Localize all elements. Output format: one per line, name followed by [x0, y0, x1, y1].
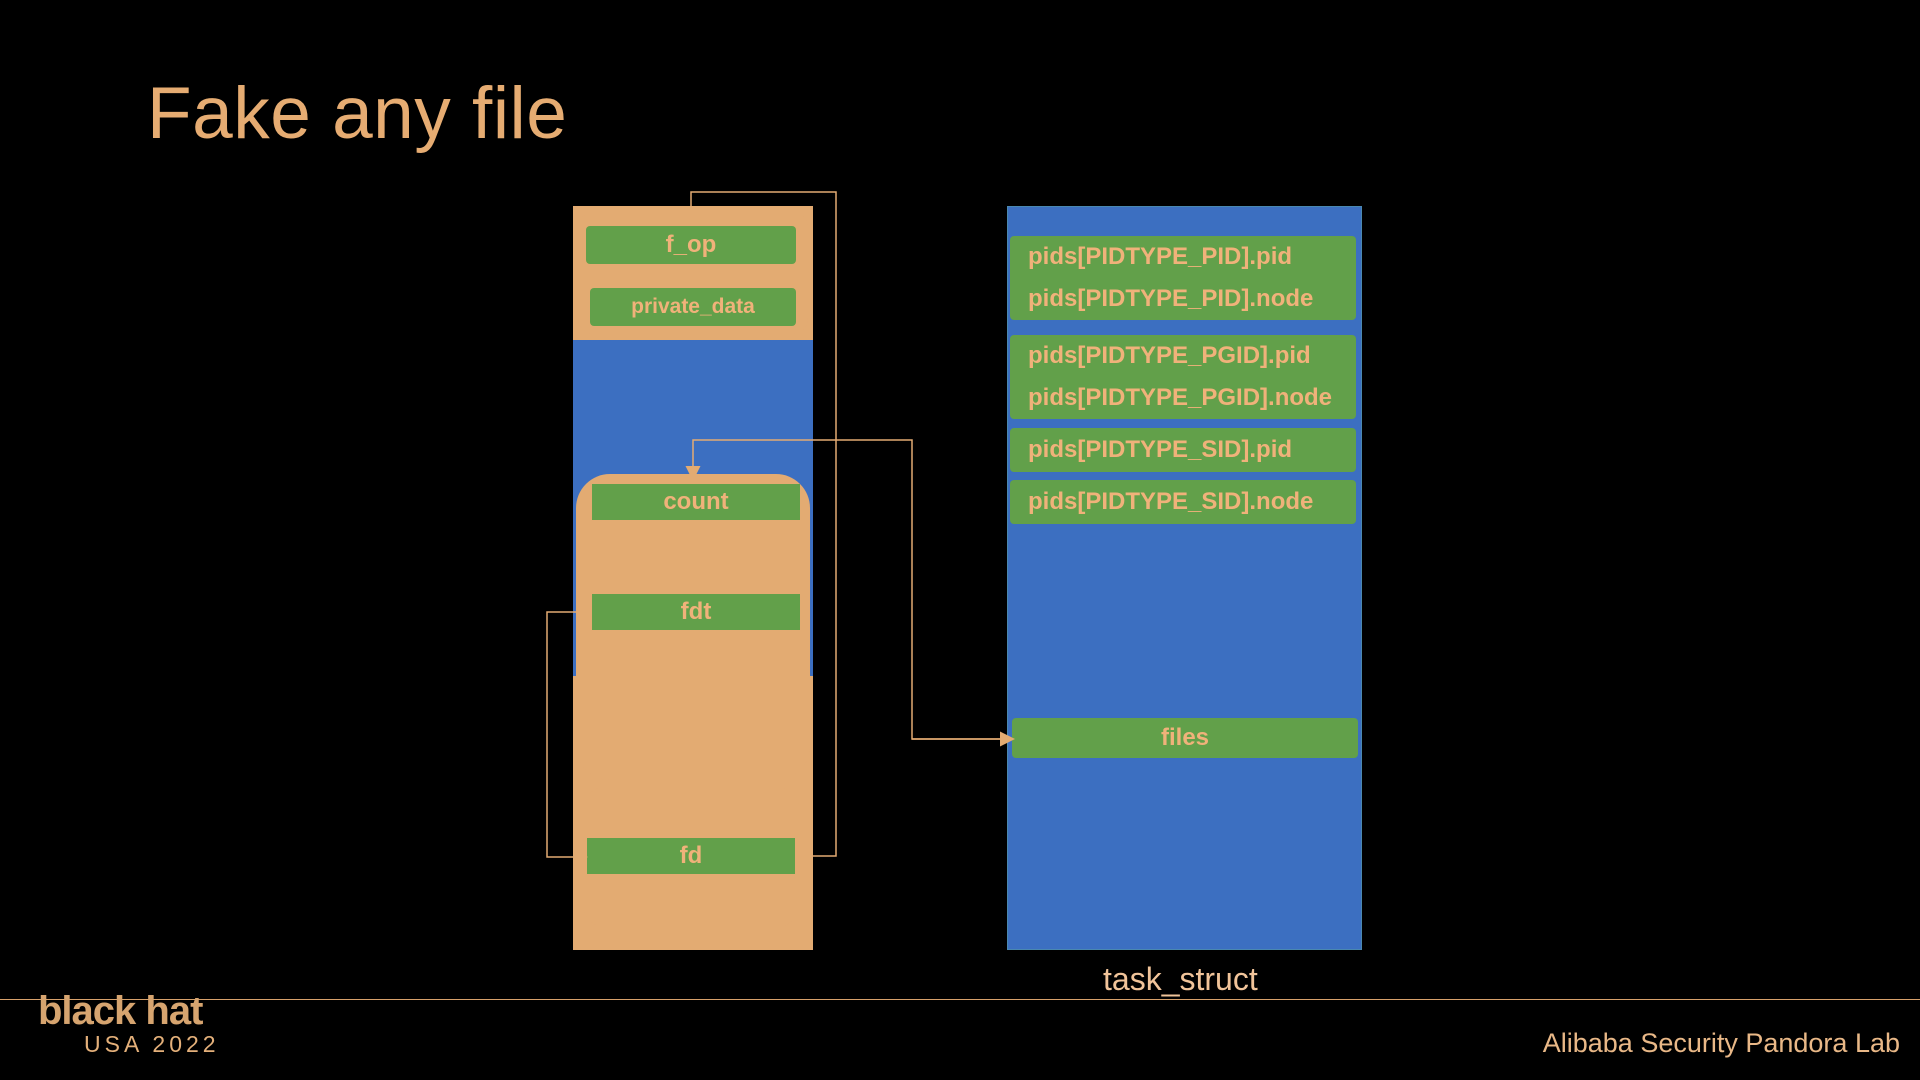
task-field-pid-node: pids[PIDTYPE_PID].node	[1010, 278, 1356, 320]
task-field-sid-node: pids[PIDTYPE_SID].node	[1010, 480, 1356, 524]
count-field: count	[592, 484, 800, 520]
fd-field: fd	[587, 838, 795, 874]
slide-title: Fake any file	[147, 73, 568, 154]
private-data-field: private_data	[590, 288, 796, 326]
fdt-to-fd-arrow	[546, 611, 592, 865]
task-field-pid-pid: pids[PIDTYPE_PID].pid	[1010, 236, 1356, 278]
task-field-sid-pid: pids[PIDTYPE_SID].pid	[1010, 428, 1356, 472]
task-field-pgid-node: pids[PIDTYPE_PGID].node	[1010, 377, 1356, 419]
logo-wordmark: black hat	[38, 989, 203, 1033]
fdt-field: fdt	[592, 594, 800, 630]
task-struct-caption: task_struct	[1103, 961, 1258, 997]
footer-divider	[0, 999, 1920, 1000]
task-field-files: files	[1012, 718, 1358, 758]
files-to-count-arrow	[685, 439, 1012, 740]
f-op-field: f_op	[586, 226, 796, 264]
task-field-pgid-pid: pids[PIDTYPE_PGID].pid	[1010, 335, 1356, 377]
lab-credit: Alibaba Security Pandora Lab	[1542, 1028, 1900, 1058]
logo-event: USA 2022	[84, 1031, 220, 1057]
task-struct-column	[1007, 206, 1362, 950]
blackhat-logo: black hat USA 2022	[38, 990, 220, 1056]
fd-to-file-arrow	[690, 191, 837, 857]
